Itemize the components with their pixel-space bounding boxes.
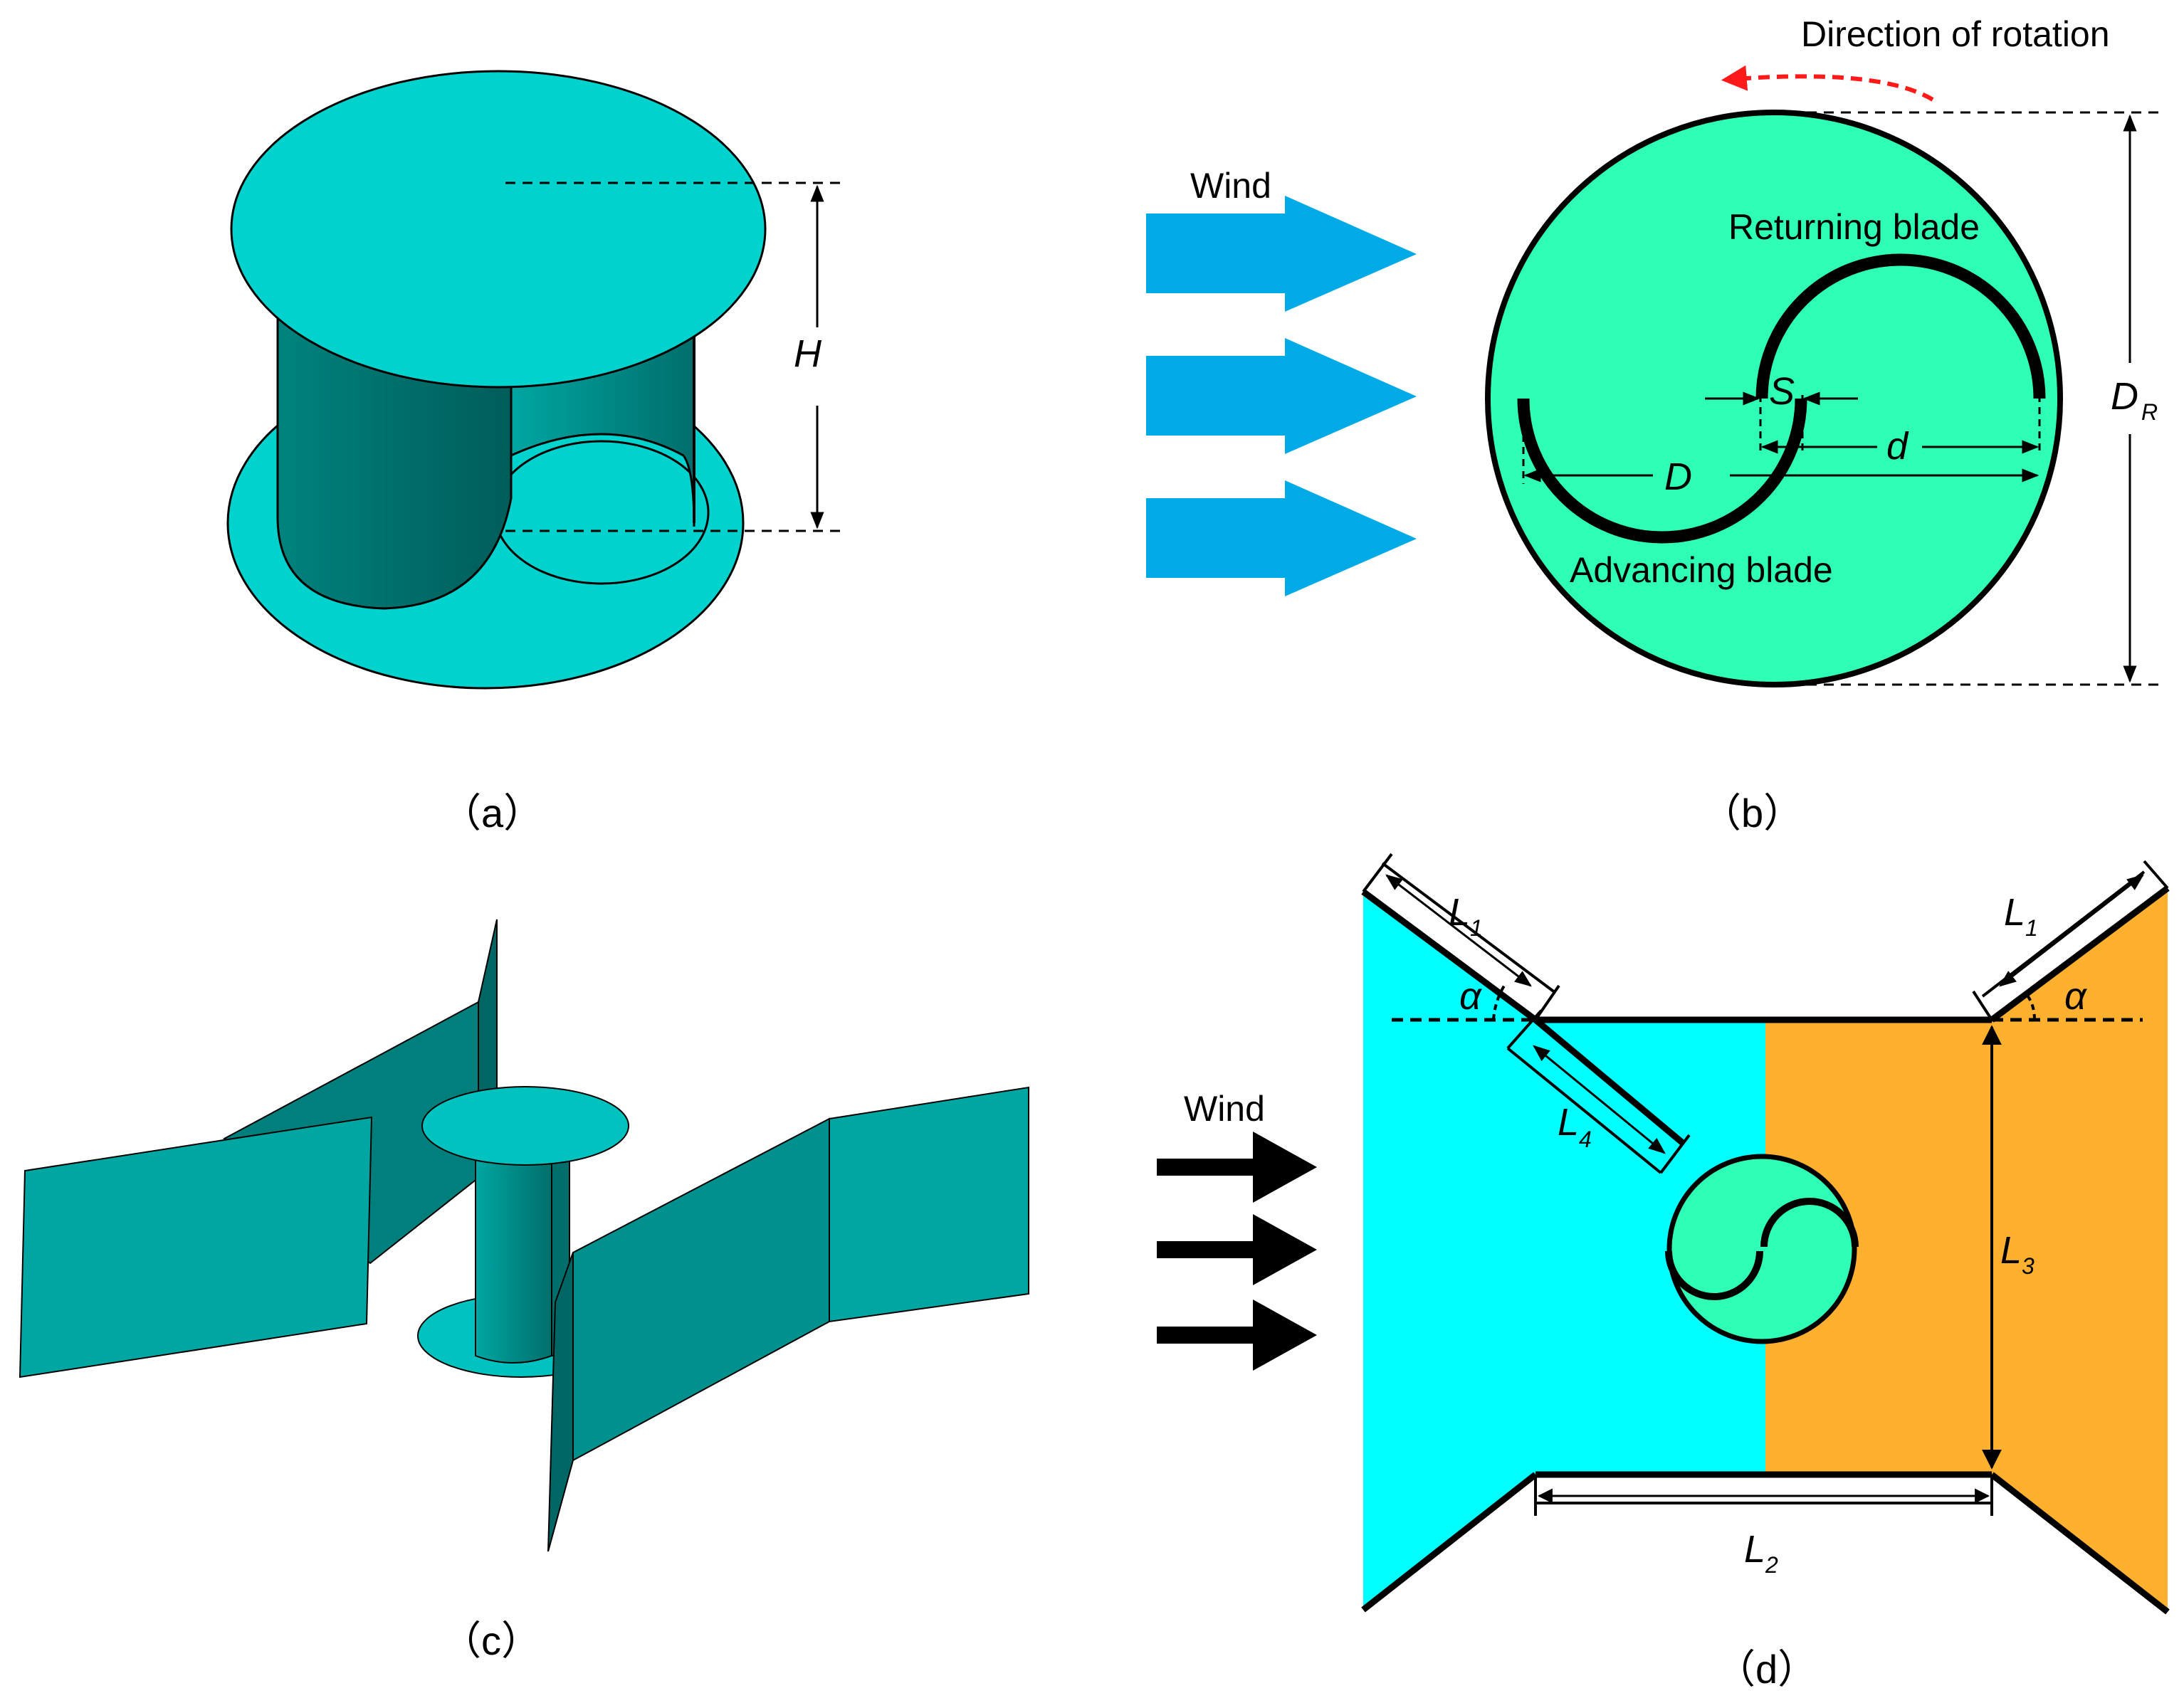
- L3-sub: 3: [2022, 1253, 2035, 1279]
- L1-top-left: L: [1449, 891, 1470, 934]
- wind-arrow-icon: [1146, 196, 1417, 312]
- alpha-left: α: [1459, 975, 1483, 1018]
- alpha-right: α: [2064, 975, 2088, 1018]
- L2-label: L: [1744, 1528, 1765, 1571]
- wind-arrows-b: [1146, 196, 1417, 596]
- deflector-plate-left-outer: [19, 1116, 373, 1378]
- rotor-returning-blade-d: [1760, 1198, 1859, 1248]
- L1-top-right: L: [2004, 891, 2025, 934]
- deflector-plate-right-inner: [572, 1117, 830, 1462]
- blade-diameter-symbol: d: [1886, 425, 1909, 468]
- L3-label: L: [2000, 1229, 2022, 1272]
- L1-top-left-sub: 1: [1470, 915, 1483, 941]
- caption-d: （d）: [1716, 1647, 1817, 1692]
- L1-top-right-sub: 1: [2025, 915, 2038, 941]
- panel-a: H （a）: [226, 70, 848, 835]
- deflector-zone-right: [1765, 888, 2168, 1612]
- rotation-arrow-icon: [1721, 65, 1934, 102]
- wind-label-b: Wind: [1190, 166, 1271, 206]
- wind-arrow-icon: [1157, 1132, 1317, 1203]
- top-endplate: [230, 70, 767, 389]
- caption-a: （a）: [441, 791, 543, 835]
- returning-blade-label: Returning blade: [1728, 207, 1980, 247]
- wind-arrow-icon: [1157, 1300, 1317, 1371]
- returning-blade-arc: [1755, 253, 2046, 399]
- caption-b: （b）: [1701, 791, 1803, 835]
- advancing-blade-arc: [1517, 398, 1807, 544]
- height-symbol: H: [794, 332, 822, 375]
- rotation-label: Direction of rotation: [1801, 14, 2110, 54]
- rotor-circle-d: [1666, 1154, 1857, 1344]
- panel-d: L 1 L 1 L 4 α α L 3 L 2: [1157, 853, 2170, 1692]
- wind-arrows-d: [1157, 1132, 1317, 1371]
- wind-arrow-icon: [1157, 1214, 1317, 1285]
- rotor-top-endplate: [421, 1086, 629, 1166]
- bottom-endplate-inner: [493, 440, 710, 585]
- panel-b: Wind S d D Returning blade Advancing bla…: [1146, 14, 2161, 835]
- endplate-diameter-symbol: D: [2111, 375, 2138, 418]
- rotor-diameter-symbol: D: [1664, 455, 1692, 498]
- wind-label-d: Wind: [1184, 1089, 1265, 1129]
- L4-sub: 4: [1579, 1127, 1592, 1152]
- advancing-blade-label: Advancing blade: [1570, 550, 1833, 590]
- overlap-symbol: S: [1769, 370, 1795, 413]
- L4-label: L: [1558, 1101, 1579, 1144]
- deflector-plate-right-outer: [829, 1086, 1029, 1323]
- caption-c: （c）: [441, 1618, 541, 1663]
- L2-sub: 2: [1765, 1552, 1778, 1578]
- panel-c: （c）: [19, 919, 1029, 1663]
- wind-arrow-icon: [1146, 480, 1417, 596]
- vertical-plate-bottom: [547, 1252, 574, 1552]
- rotor-advancing-blade-d: [1665, 1250, 1763, 1300]
- wind-arrow-icon: [1146, 338, 1417, 454]
- endplate-diameter-subscript: R: [2141, 399, 2158, 425]
